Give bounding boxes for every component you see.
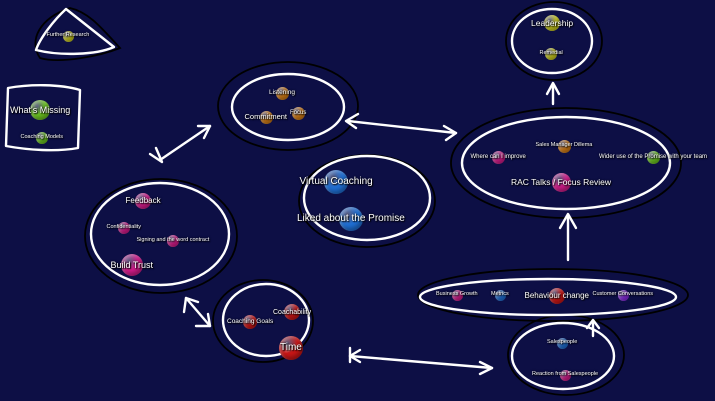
arrowhead-trust-down [182, 296, 200, 314]
node-label: Remedial [539, 50, 563, 56]
node-label: Salespeople [547, 339, 578, 345]
arrowhead-time-left [348, 348, 362, 364]
node-bubble[interactable] [494, 289, 506, 301]
node-label: Business Growth [436, 291, 478, 297]
outline-promise-group [298, 154, 436, 248]
node-label: Leadership [531, 17, 574, 28]
outline-behaviour-group [417, 268, 689, 322]
arrowhead-rac-up [558, 212, 578, 230]
node-label: Metrics [491, 291, 509, 297]
node-bubble[interactable] [284, 304, 300, 320]
node-label: What's Missing [10, 104, 71, 115]
node-label: Coaching Models [20, 134, 64, 140]
arrow-trust-commitment [158, 124, 212, 162]
arrowhead-leadership-up [545, 81, 561, 96]
node-bubble[interactable] [451, 289, 463, 301]
group-time [221, 282, 311, 358]
node-label: Confidentiality [106, 224, 142, 230]
node-label: Wider use of the Promise with your team [599, 154, 708, 160]
node-label: Further Research [46, 32, 90, 38]
node-bubble[interactable] [617, 289, 629, 301]
group-promise [302, 154, 432, 242]
node-label: Customer Conversations [592, 291, 654, 297]
arrow-time-salespeople [348, 354, 494, 370]
node-label: RAC Talks / Focus Review [511, 176, 611, 187]
node-bubble[interactable] [121, 254, 143, 276]
node-bubble[interactable] [556, 337, 568, 349]
node-bubble[interactable] [135, 193, 151, 209]
node-label: Coaching Goals [227, 317, 274, 325]
node-label: Where can I improve [470, 154, 526, 160]
arrowhead-trust [148, 146, 164, 164]
group-commitment [230, 72, 346, 142]
connector-arrows [148, 81, 601, 376]
group-further-research [34, 7, 116, 56]
node-bubble[interactable] [167, 235, 179, 247]
node-bubble[interactable] [259, 110, 273, 124]
node-bubble[interactable] [243, 315, 257, 329]
node-label: Feedback [125, 196, 161, 205]
group-behaviour-change [418, 277, 678, 317]
outline-commitment-group [217, 61, 359, 151]
node-bubble[interactable] [118, 222, 130, 234]
node-bubble[interactable] [279, 336, 303, 360]
outline-rac-group [450, 107, 682, 219]
arrowhead-commitment [196, 124, 212, 140]
node-label: Liked about the Promise [297, 213, 405, 224]
node-bubble[interactable] [324, 170, 348, 194]
node-bubble[interactable] [551, 172, 571, 192]
group-rac-talks [460, 115, 672, 211]
node-bubble[interactable] [491, 150, 505, 164]
outline-salespeople-group [507, 314, 625, 396]
node-bubble[interactable] [275, 86, 289, 100]
node-bubble[interactable] [559, 369, 571, 381]
node-label: Behaviour change [524, 291, 590, 300]
outline-leadership-group [505, 1, 603, 81]
arrowhead-commitment-left [344, 112, 360, 130]
node-label: Reaction from Salespeople [532, 371, 599, 377]
node-bubble[interactable] [549, 288, 565, 304]
node-label: Virtual Coaching [299, 176, 373, 187]
node-label: Commitment [244, 112, 288, 121]
node-bubble[interactable] [557, 139, 571, 153]
group-build-trust [89, 181, 231, 287]
node-bubble[interactable] [62, 30, 74, 42]
group-whats-missing [4, 84, 82, 152]
node-bubble[interactable] [291, 106, 305, 120]
arrow-commitment-rac [346, 119, 458, 135]
node-bubble[interactable] [30, 100, 50, 120]
node-bubble[interactable] [339, 207, 363, 231]
group-salespeople [510, 321, 616, 391]
outline-trust-group [84, 178, 238, 294]
white-outlines [4, 7, 678, 391]
arrowhead-salespeople-right [478, 360, 494, 376]
node-label: Signing and the word contract [136, 237, 210, 243]
node-label: Sales Manager Dillema [535, 142, 593, 148]
node-bubble[interactable] [36, 132, 48, 144]
group-leadership [510, 7, 594, 75]
arrowhead-behaviour-up [585, 318, 601, 330]
node-label: Listening [269, 88, 296, 96]
node-label: Build Trust [110, 259, 154, 270]
node-label: Focus [290, 110, 307, 116]
arrowhead-time-up [194, 312, 212, 328]
outline-time-group [212, 279, 314, 363]
node-bubble[interactable] [646, 150, 660, 164]
arrow-trust-time [184, 296, 212, 328]
arrowhead-rac-right [442, 124, 458, 142]
node-bubble[interactable] [545, 48, 557, 60]
node-bubble[interactable] [544, 15, 560, 31]
outline-research-group [34, 7, 122, 61]
node-label: Coachability [273, 308, 312, 316]
node-label: Time [280, 342, 302, 353]
